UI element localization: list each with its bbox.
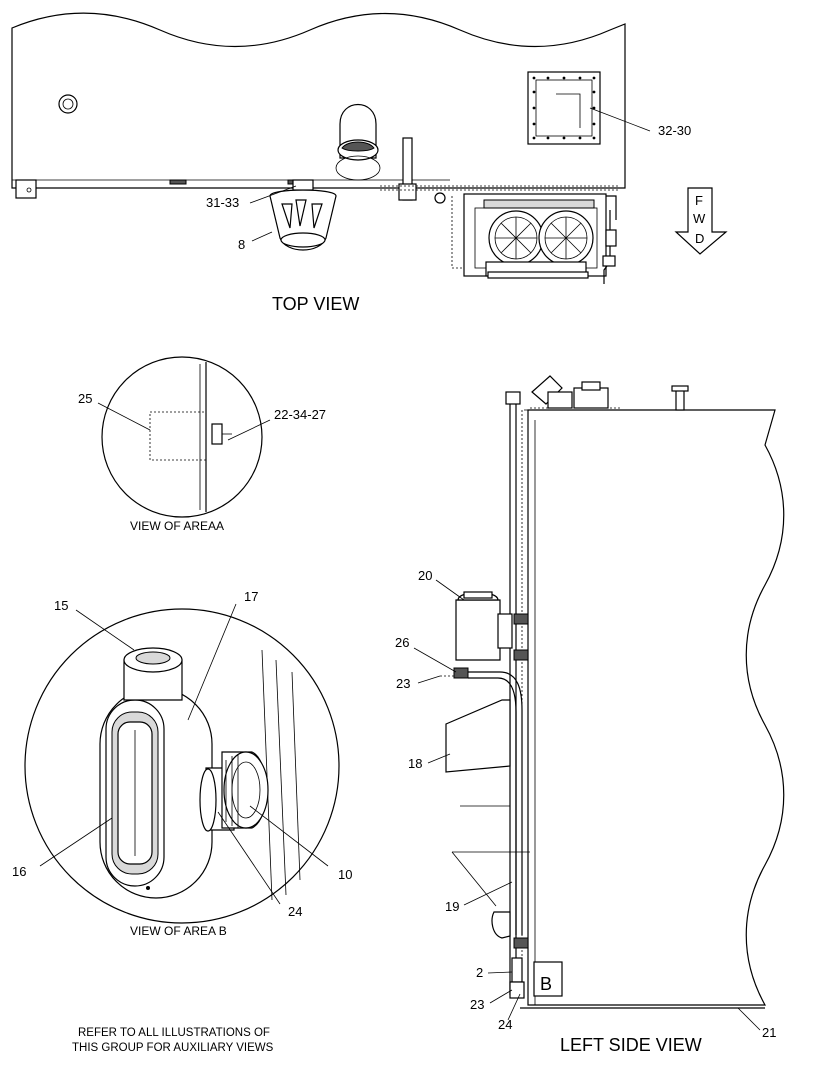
title-view-area-a: VIEW OF AREAA [130, 519, 224, 533]
label-23-top: 23 [396, 676, 410, 691]
label-24-area-b: 24 [288, 904, 302, 919]
label-26: 26 [395, 635, 409, 650]
label-16: 16 [12, 864, 26, 879]
label-32-30: 32-30 [658, 123, 691, 138]
label-17: 17 [244, 589, 258, 604]
label-21: 21 [762, 1025, 776, 1040]
fwd-letter-f: F [695, 193, 703, 208]
label-20: 20 [418, 568, 432, 583]
label-24-side: 24 [498, 1017, 512, 1032]
title-view-area-b: VIEW OF AREA B [130, 924, 227, 938]
area-b-drawing [24, 603, 340, 924]
label-19: 19 [445, 899, 459, 914]
label-8: 8 [238, 237, 245, 252]
left-side-drawing [413, 375, 785, 1031]
label-2: 2 [476, 965, 483, 980]
label-22-34-27: 22-34-27 [274, 407, 326, 422]
area-b-marker: B [540, 974, 552, 994]
label-18: 18 [408, 756, 422, 771]
note-line-1: REFER TO ALL ILLUSTRATIONS OF [78, 1027, 270, 1039]
fwd-letter-d: D [695, 231, 704, 246]
label-31-33: 31-33 [206, 195, 239, 210]
label-10: 10 [338, 867, 352, 882]
pump-assembly [451, 193, 617, 284]
label-23-bottom: 23 [470, 997, 484, 1012]
note-line-2: THIS GROUP FOR AUXILIARY VIEWS [72, 1042, 274, 1054]
label-25: 25 [78, 391, 92, 406]
fwd-letter-w: W [693, 211, 706, 226]
top-view-drawing [11, 12, 728, 284]
label-15: 15 [54, 598, 68, 613]
area-a-drawing [97, 356, 271, 518]
title-left-side-view: LEFT SIDE VIEW [560, 1035, 702, 1055]
title-top-view: TOP VIEW [272, 294, 359, 314]
